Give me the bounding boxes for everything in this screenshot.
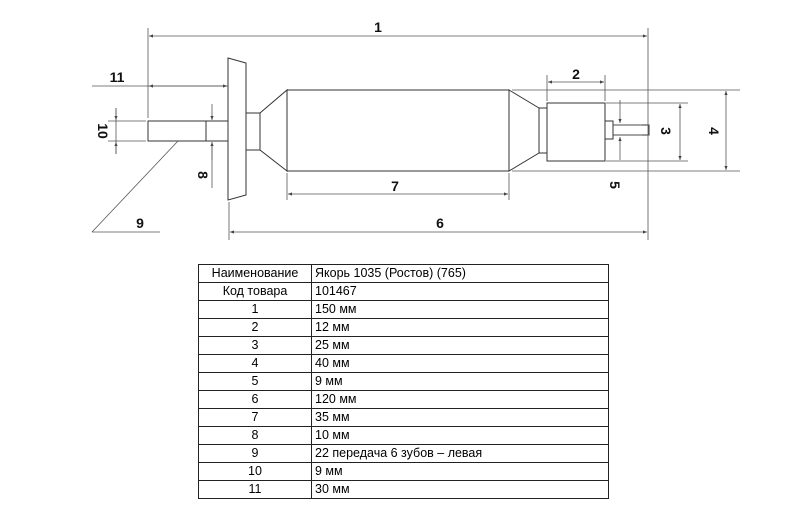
spec-value: 9 мм <box>311 372 609 391</box>
right-taper <box>508 89 540 172</box>
spec-key: 3 <box>198 336 312 355</box>
spec-key: Код товара <box>198 282 312 301</box>
spec-key: 4 <box>198 354 312 373</box>
callout-2: 2 <box>572 66 580 82</box>
commutator <box>546 102 606 162</box>
spec-key: 1 <box>198 300 312 319</box>
spec-value: 120 мм <box>311 390 609 409</box>
spec-value: 22 передача 6 зубов – левая <box>311 444 609 463</box>
armature-drawing: 1 2 3 4 5 6 7 8 9 10 11 <box>91 19 740 240</box>
spec-key: 10 <box>198 462 312 481</box>
spec-value: 30 мм <box>311 480 609 499</box>
spec-key: 9 <box>198 444 312 463</box>
hub-collar <box>245 112 261 151</box>
callout-9: 9 <box>136 215 144 231</box>
spec-key: 8 <box>198 426 312 445</box>
spec-value: 10 мм <box>311 426 609 445</box>
fan-disc <box>227 57 247 201</box>
callout-5: 5 <box>607 181 623 189</box>
spec-value: Якорь 1035 (Ростов) (765) <box>311 264 609 283</box>
step-collar <box>604 120 614 140</box>
spec-value: 40 мм <box>311 354 609 373</box>
spec-value: 9 мм <box>311 462 609 481</box>
armature-core <box>286 89 510 172</box>
spec-key: 7 <box>198 408 312 427</box>
spec-value: 101467 <box>311 282 609 301</box>
callout-3: 3 <box>658 127 674 135</box>
spec-key: 2 <box>198 318 312 337</box>
spec-key: Наименование <box>198 264 312 283</box>
spec-value: 25 мм <box>311 336 609 355</box>
spec-value: 150 мм <box>311 300 609 319</box>
spec-value: 35 мм <box>311 408 609 427</box>
callout-7: 7 <box>391 178 399 194</box>
spec-key: 11 <box>198 480 312 499</box>
callout-6: 6 <box>436 215 444 231</box>
left-taper <box>259 88 288 173</box>
callout-10: 10 <box>95 123 111 139</box>
spec-key: 5 <box>198 372 312 391</box>
spec-key: 6 <box>198 390 312 409</box>
callout-8: 8 <box>195 171 211 179</box>
callout-1: 1 <box>374 19 382 35</box>
dimension-callouts: 1 2 3 4 5 6 7 8 9 10 11 <box>95 19 722 231</box>
callout-4: 4 <box>706 127 722 135</box>
spec-value: 12 мм <box>311 318 609 337</box>
ring <box>538 107 548 154</box>
end-shaft <box>612 124 650 136</box>
callout-11: 11 <box>110 69 125 85</box>
gear-shaft <box>147 120 231 142</box>
